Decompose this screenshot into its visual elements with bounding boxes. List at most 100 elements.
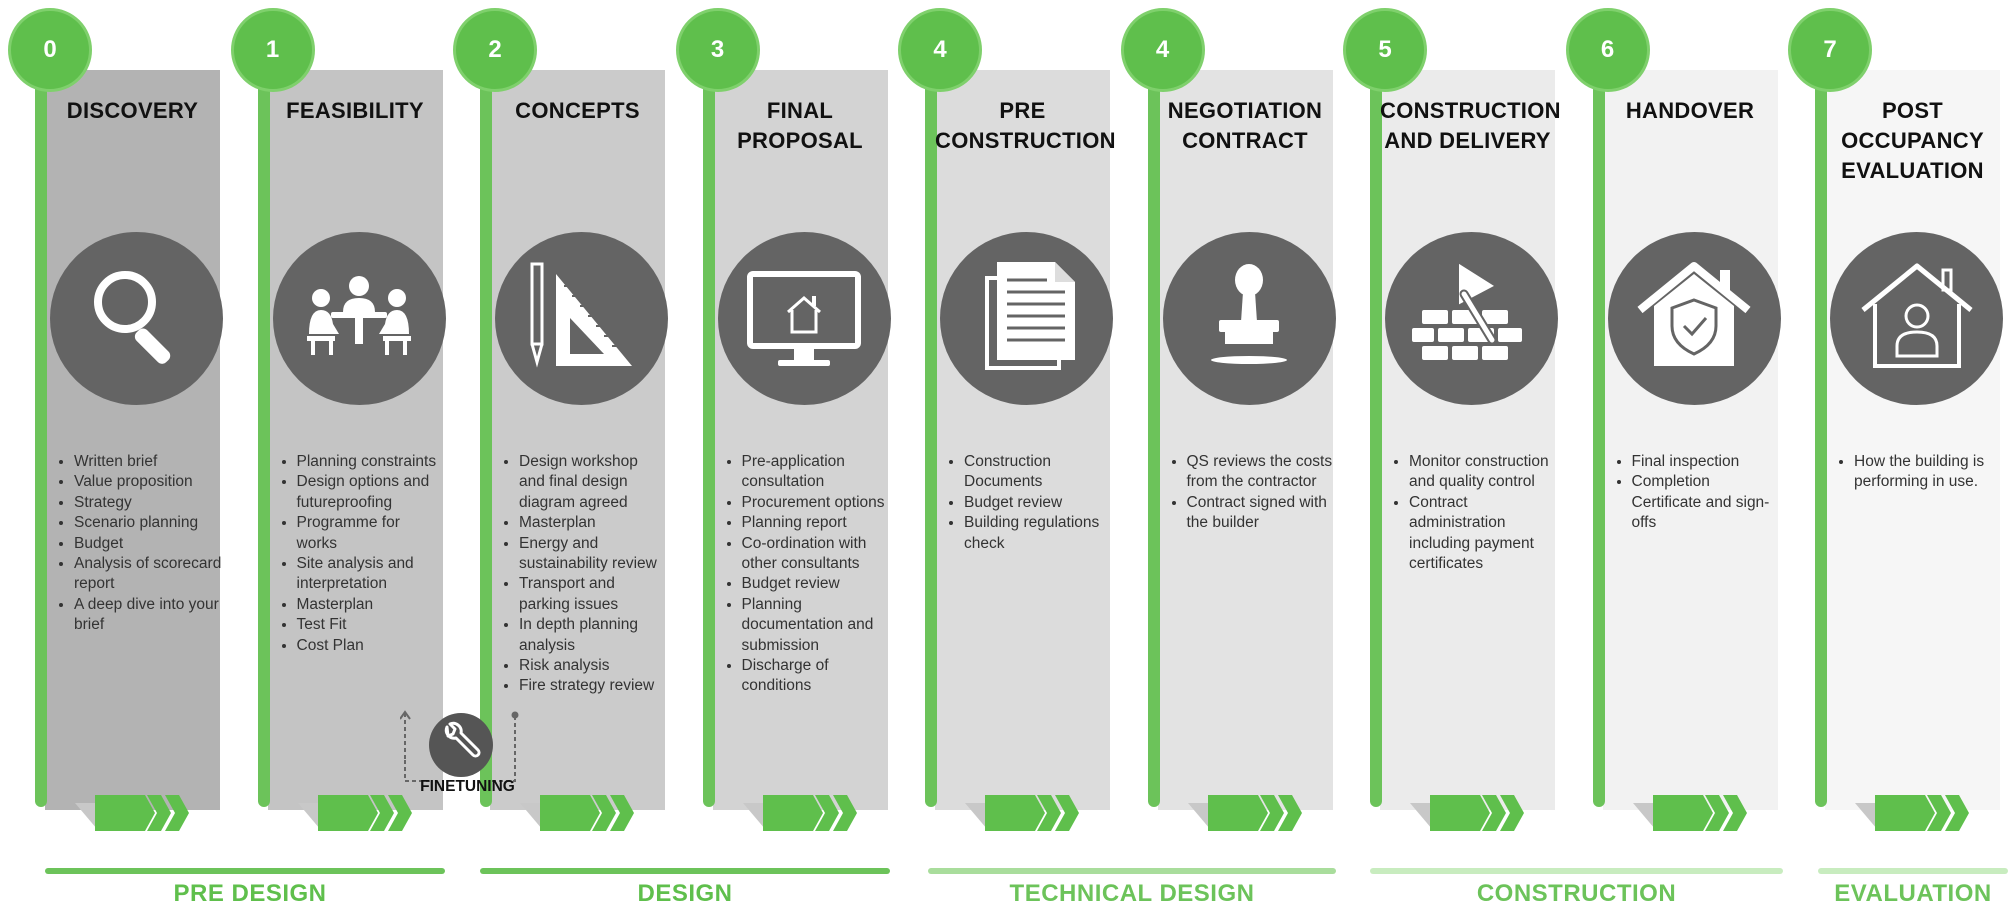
stage-timeline-bar (1815, 70, 1827, 807)
stage-bullet: Pre-application consultation (742, 452, 890, 493)
stage-timeline-bar (702, 70, 715, 807)
stage-bullet: Strategy (74, 493, 222, 513)
phase-line (1370, 868, 1783, 874)
stage-column: 2CONCEPTSDesign workshop and final desig… (445, 0, 668, 831)
stage-bullet: Programme for works (297, 513, 445, 554)
stage-panel (45, 70, 220, 810)
wrench-icon (439, 721, 483, 770)
phase-label: DESIGN (637, 880, 733, 907)
stage-bullet-list: Monitor construction and quality control… (1382, 452, 1557, 574)
stage-bullet: Procurement options (742, 493, 890, 513)
stage-icon-circle (1830, 232, 2003, 405)
chevron-arrow-icon (1410, 795, 1524, 831)
stage-bullet: Fire strategy review (519, 676, 667, 696)
stage-icon-circle (495, 232, 668, 405)
stage-icon-circle (1162, 232, 1336, 405)
stage-number-badge: 4 (1120, 8, 1205, 92)
stage-title: DISCOVERY (66, 98, 199, 123)
stage-title: CONSTRUCTION AND DELIVERY (1380, 98, 1561, 153)
stage-bullet: Budget review (964, 493, 1112, 513)
documents-icon (967, 256, 1087, 381)
stage-timeline-bar (1592, 70, 1605, 807)
stage-bullet: Site analysis and interpretation (297, 554, 445, 595)
stage-panel (1825, 70, 2000, 810)
stage-bullet: A deep dive into your brief (74, 595, 222, 636)
stage-title: FINAL PROPOSAL (737, 98, 863, 153)
stage-panel (1157, 70, 1333, 810)
stage-bullet: Transport and parking issues (519, 574, 667, 615)
stage-panel (267, 70, 443, 810)
stage-column: 1FEASIBILITYPlanning constraintsDesign o… (223, 0, 446, 831)
stage-bullet: Value proposition (74, 472, 222, 492)
chevron-arrow-icon (1187, 795, 1302, 831)
stage-icon-circle (717, 232, 891, 405)
chevron-arrow-icon (1632, 795, 1747, 831)
stage-title: PRE CONSTRUCTION (935, 98, 1116, 153)
stage-bullet: Building regulations check (964, 513, 1112, 554)
stage-bullet: Planning documentation and submission (742, 595, 890, 656)
finetuning-circle (429, 713, 493, 777)
finetuning-loop-arrows (400, 710, 519, 782)
stage-panel (490, 70, 665, 810)
stage-bullet: Completion Certificate and sign-offs (1632, 472, 1780, 533)
stage-bullet: Masterplan (519, 513, 667, 533)
stage-column: 0DISCOVERYWritten briefValue proposition… (0, 0, 223, 831)
stage-panel (1380, 70, 1555, 810)
chevron-arrow-icon (297, 795, 412, 831)
finetuning-marker: FINETUNING (400, 705, 520, 805)
stage-number-badge: 3 (675, 8, 760, 92)
stage-number-badge: 7 (1788, 8, 1872, 92)
stage-panel (1602, 70, 1778, 810)
drafting-tools-icon (522, 256, 642, 381)
phase-line (1818, 868, 2008, 874)
chevron-arrow-icon (965, 795, 1079, 831)
stage-bullet: Budget (74, 534, 222, 554)
stage-title: CONCEPTS (515, 98, 640, 123)
stage-bullet: Risk analysis (519, 656, 667, 676)
stage-bullet: Planning report (742, 513, 890, 533)
stage-title: POST OCCUPANCY EVALUATION (1841, 98, 1984, 183)
stage-icon-circle (1385, 232, 1558, 405)
stage-timeline-bar (1370, 70, 1382, 807)
stage-bullet-list: Final inspectionCompletion Certificate a… (1605, 452, 1780, 534)
stage-icon-circle (272, 232, 446, 405)
stage-icon-circle (940, 232, 1113, 405)
stage-timeline-bar (35, 70, 47, 807)
stage-bullet: Discharge of conditions (742, 656, 890, 697)
stage-bullet: Budget review (742, 574, 890, 594)
stage-bullet-list: Design workshop and final design diagram… (492, 452, 667, 697)
stage-timeline-bar (257, 70, 270, 807)
stage-bullet: QS reviews the costs from the contractor (1187, 452, 1335, 493)
chevron-arrow-icon (1855, 795, 1969, 831)
stage-bullet: Final inspection (1632, 452, 1780, 472)
phase-line (480, 868, 890, 874)
stage-bullet: Design workshop and final design diagram… (519, 452, 667, 513)
phase-label: CONSTRUCTION (1476, 880, 1677, 907)
house-person-icon (1857, 256, 1977, 381)
stage-bullet: Analysis of scorecard report (74, 554, 222, 595)
phase-label: EVALUATION (1834, 880, 1992, 907)
stage-icon-circle (1607, 232, 1781, 405)
stage-bullet: Test Fit (297, 615, 445, 635)
stage-number-badge: 0 (8, 8, 92, 92)
stage-title: HANDOVER (1625, 98, 1755, 123)
chevron-arrow-icon (742, 795, 857, 831)
stage-bullet: Cost Plan (297, 636, 445, 656)
stage-bullet: In depth planning analysis (519, 615, 667, 656)
magnifier-icon (77, 256, 197, 381)
stage-bullet-list: How the building is performing in use. (1827, 452, 2002, 493)
stage-number-badge: 4 (898, 8, 982, 92)
stage-bullet: Design options and futureproofing (297, 472, 445, 513)
phase-line (45, 868, 445, 874)
stage-bullet: Co-ordination with other consultants (742, 534, 890, 575)
stage-bullet: Masterplan (297, 595, 445, 615)
stage-bullet: Contract administration including paymen… (1409, 493, 1557, 575)
finetuning-label: FINETUNING (420, 778, 515, 795)
chevron-arrow-icon (520, 795, 634, 831)
monitor-house-icon (744, 256, 864, 381)
